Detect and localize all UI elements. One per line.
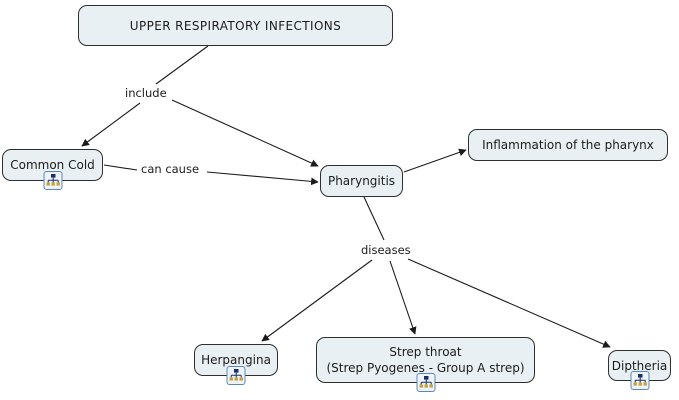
edge-pharyngitis-diseases [363, 196, 385, 241]
concept-map-children-icon[interactable] [630, 371, 649, 390]
edge-diseases-diptheria [407, 258, 611, 348]
concept-map-children-icon[interactable] [43, 171, 62, 190]
edge-uri-include [155, 45, 209, 85]
edge-diseases-herpangina [261, 259, 373, 342]
node-label: UPPER RESPIRATORY INFECTIONS [129, 18, 342, 33]
edge-cancause-pharyngitis [206, 171, 319, 186]
node-common-cold[interactable]: Common Cold [2, 149, 103, 190]
edge-label-can-cause[interactable]: can cause [141, 162, 200, 176]
node-strep-throat[interactable]: Strep throat (Strep Pyogenes - Group A s… [316, 337, 535, 392]
concept-map-children-icon[interactable] [226, 366, 246, 385]
node-label: Inflammation of the pharynx [482, 138, 654, 152]
node-label: Strep throat [389, 345, 462, 359]
edge-include-pharyngitis [171, 99, 319, 167]
concept-map-children-icon[interactable] [416, 373, 435, 392]
edge-include-common-cold [81, 102, 141, 147]
node-diptheria[interactable]: Diptheria [608, 350, 671, 390]
node-sublabel: (Strep Pyogenes - Group A strep) [326, 361, 525, 375]
node-pharyngitis[interactable]: Pharyngitis [320, 165, 403, 197]
node-label: Common Cold [10, 158, 95, 172]
edge-label-include[interactable]: include [125, 86, 167, 100]
node-herpangina[interactable]: Herpangina [194, 344, 278, 385]
node-label: Diptheria [611, 358, 668, 373]
edge-diseases-strep-throat [389, 260, 417, 335]
node-label: Pharyngitis [327, 174, 396, 188]
node-label: Herpangina [201, 353, 271, 367]
edge-common-cold-cancause [103, 164, 138, 171]
node-inflammation-of-the-pharynx[interactable]: Inflammation of the pharynx [468, 129, 668, 161]
edge-label-diseases[interactable]: diseases [361, 243, 411, 257]
edge-pharyngitis-inflammation [403, 148, 467, 173]
node-upper-respiratory-infections[interactable]: UPPER RESPIRATORY INFECTIONS [78, 5, 393, 46]
